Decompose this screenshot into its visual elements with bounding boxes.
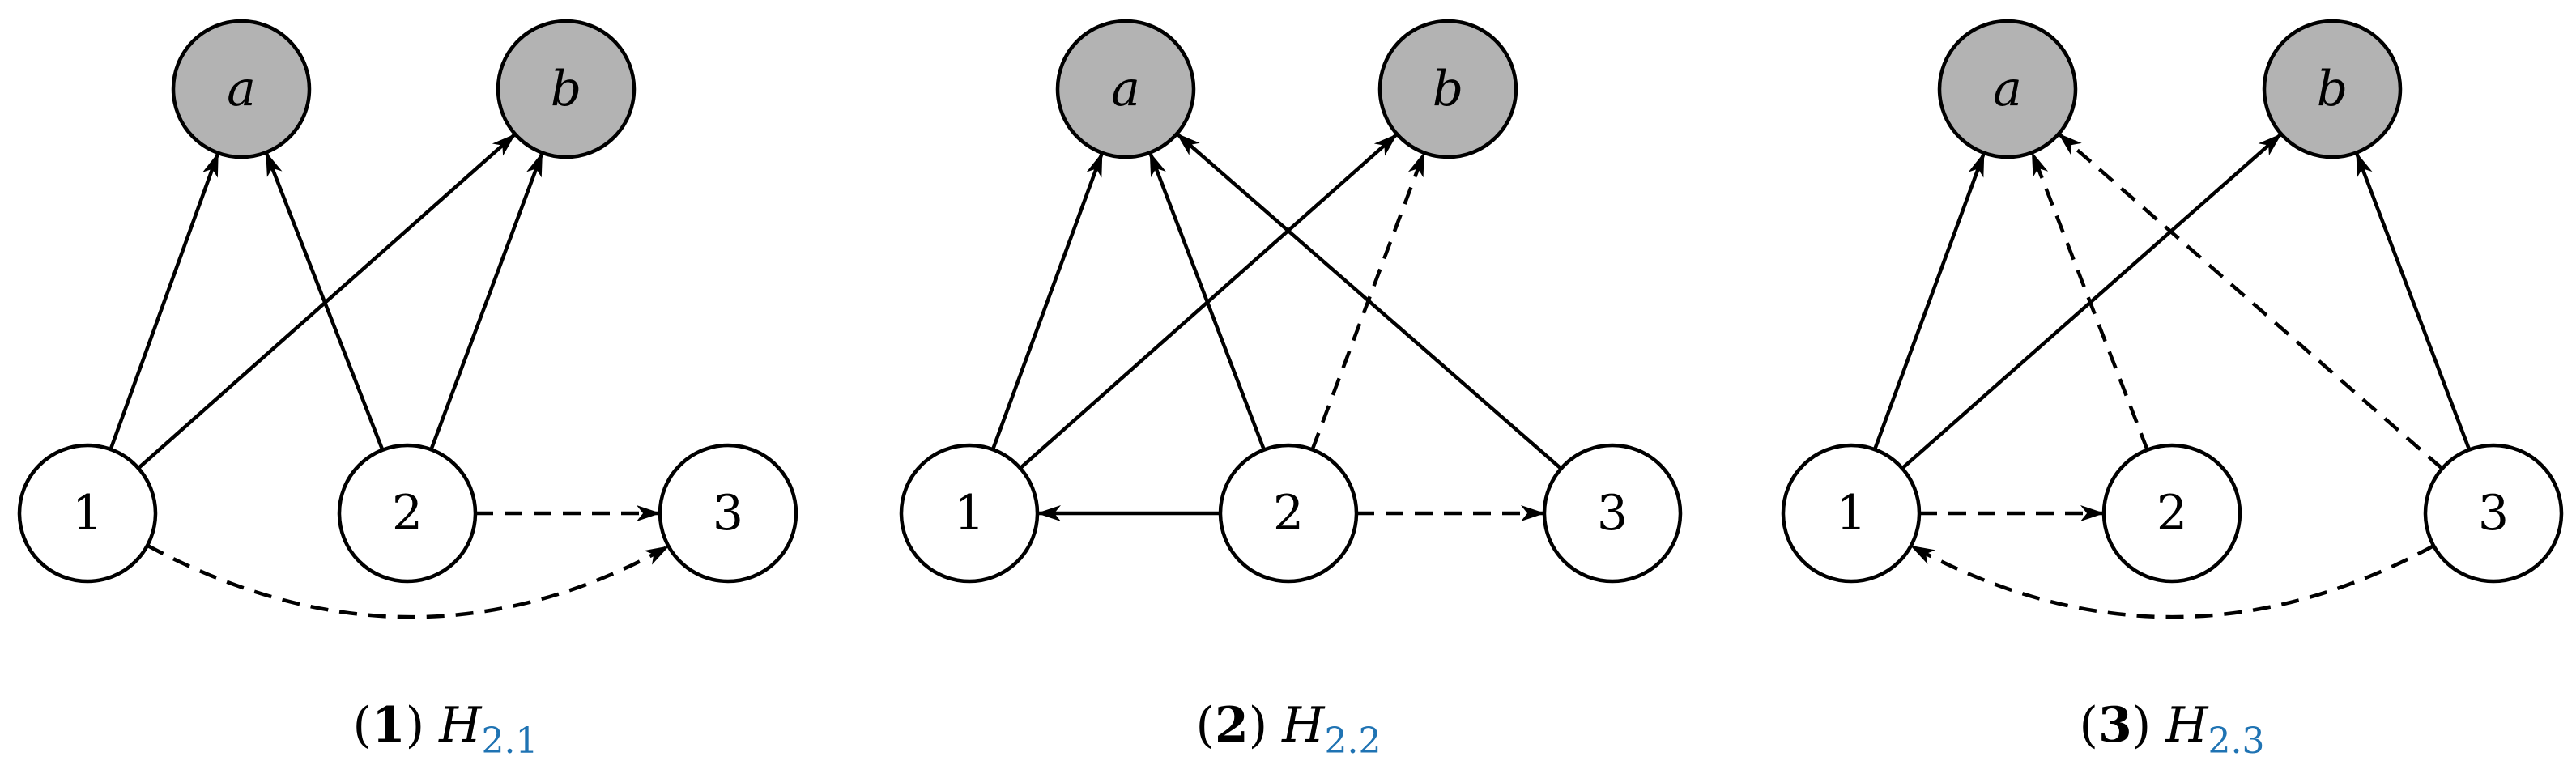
node-b: b [2262,19,2403,159]
node-circle-2 [337,443,478,584]
caption-subscript: 2.2 [1324,721,1381,762]
node-3: 3 [658,443,798,584]
edge-2-to-a [2030,151,2149,451]
node-circle-a [1055,19,1196,159]
node-label-1: 1 [1836,485,1867,542]
node-a: a [1937,19,2078,159]
panel-caption: (3)H2.3 [2080,697,2265,762]
caption-number: 2 [1215,697,1249,754]
node-circle-2 [1218,443,1359,584]
edge-3-to-a [2057,132,2444,470]
node-circle-1 [1781,443,1922,584]
node-label-3: 3 [2478,485,2509,542]
node-label-2: 2 [1273,485,1304,542]
edge-3-to-b [2354,151,2472,451]
caption-close: ) [1249,697,1267,754]
node-b: b [1377,19,1518,159]
edge-1-to-b [1901,132,2283,470]
node-1: 1 [17,443,158,584]
node-label-3: 3 [713,485,743,542]
caption-symbol: H [438,697,483,754]
edge-1-to-a [990,151,1105,450]
caption-close: ) [406,697,424,754]
node-label-b: b [1433,61,1463,117]
node-label-1: 1 [954,485,985,542]
caption-open: ( [1196,697,1215,754]
node-circle-3 [2423,443,2564,584]
node-3: 3 [1542,443,1683,584]
caption-symbol: H [2165,697,2209,754]
panel-h22: a b 1 2 3 (2)H2.2 [899,19,1683,762]
caption-number: 1 [372,697,406,754]
node-label-2: 2 [392,485,423,542]
node-circle-b [496,19,637,159]
caption-subscript: 2.1 [481,721,538,762]
node-label-3: 3 [1597,485,1628,542]
caption-open: ( [2080,697,2098,754]
node-a: a [171,19,312,159]
node-circle-2 [2101,443,2242,584]
node-circle-a [171,19,312,159]
node-circle-b [1377,19,1518,159]
node-circle-3 [658,443,798,584]
panel-h21: a b 1 2 3 (1)H2.1 [17,19,798,762]
edge-3-to-a [1175,132,1563,470]
node-label-a: a [1993,61,2022,117]
caption-subscript: 2.3 [2208,721,2264,762]
edge-2-to-a [264,151,385,451]
node-circle-a [1937,19,2078,159]
caption-close: ) [2132,697,2151,754]
node-label-b: b [551,61,581,117]
edge-3-to-1 [1910,544,2435,619]
node-circle-1 [17,443,158,584]
node-circle-3 [1542,443,1683,584]
node-label-a: a [1111,61,1140,117]
node-a: a [1055,19,1196,159]
edge-1-to-a [1872,151,1986,450]
caption-symbol: H [1281,697,1326,754]
caption-open: ( [353,697,372,754]
node-circle-b [2262,19,2403,159]
node-b: b [496,19,637,159]
node-circle-1 [899,443,1040,584]
node-2: 2 [337,443,478,584]
node-label-a: a [227,61,256,117]
caption-number: 3 [2098,697,2132,754]
node-1: 1 [899,443,1040,584]
node-label-1: 1 [72,485,103,542]
edge-2-to-b [429,151,544,451]
node-2: 2 [2101,443,2242,584]
node-label-b: b [2317,61,2348,117]
node-1: 1 [1781,443,1922,584]
node-label-2: 2 [2157,485,2187,542]
edge-1-to-b [137,133,517,470]
panel-caption: (1)H2.1 [353,697,539,762]
node-3: 3 [2423,443,2564,584]
edge-2-to-a [1147,151,1267,451]
edge-1-to-a [109,152,220,450]
node-2: 2 [1218,443,1359,584]
panel-caption: (2)H2.2 [1196,697,1382,762]
edge-1-to-3 [146,543,670,619]
